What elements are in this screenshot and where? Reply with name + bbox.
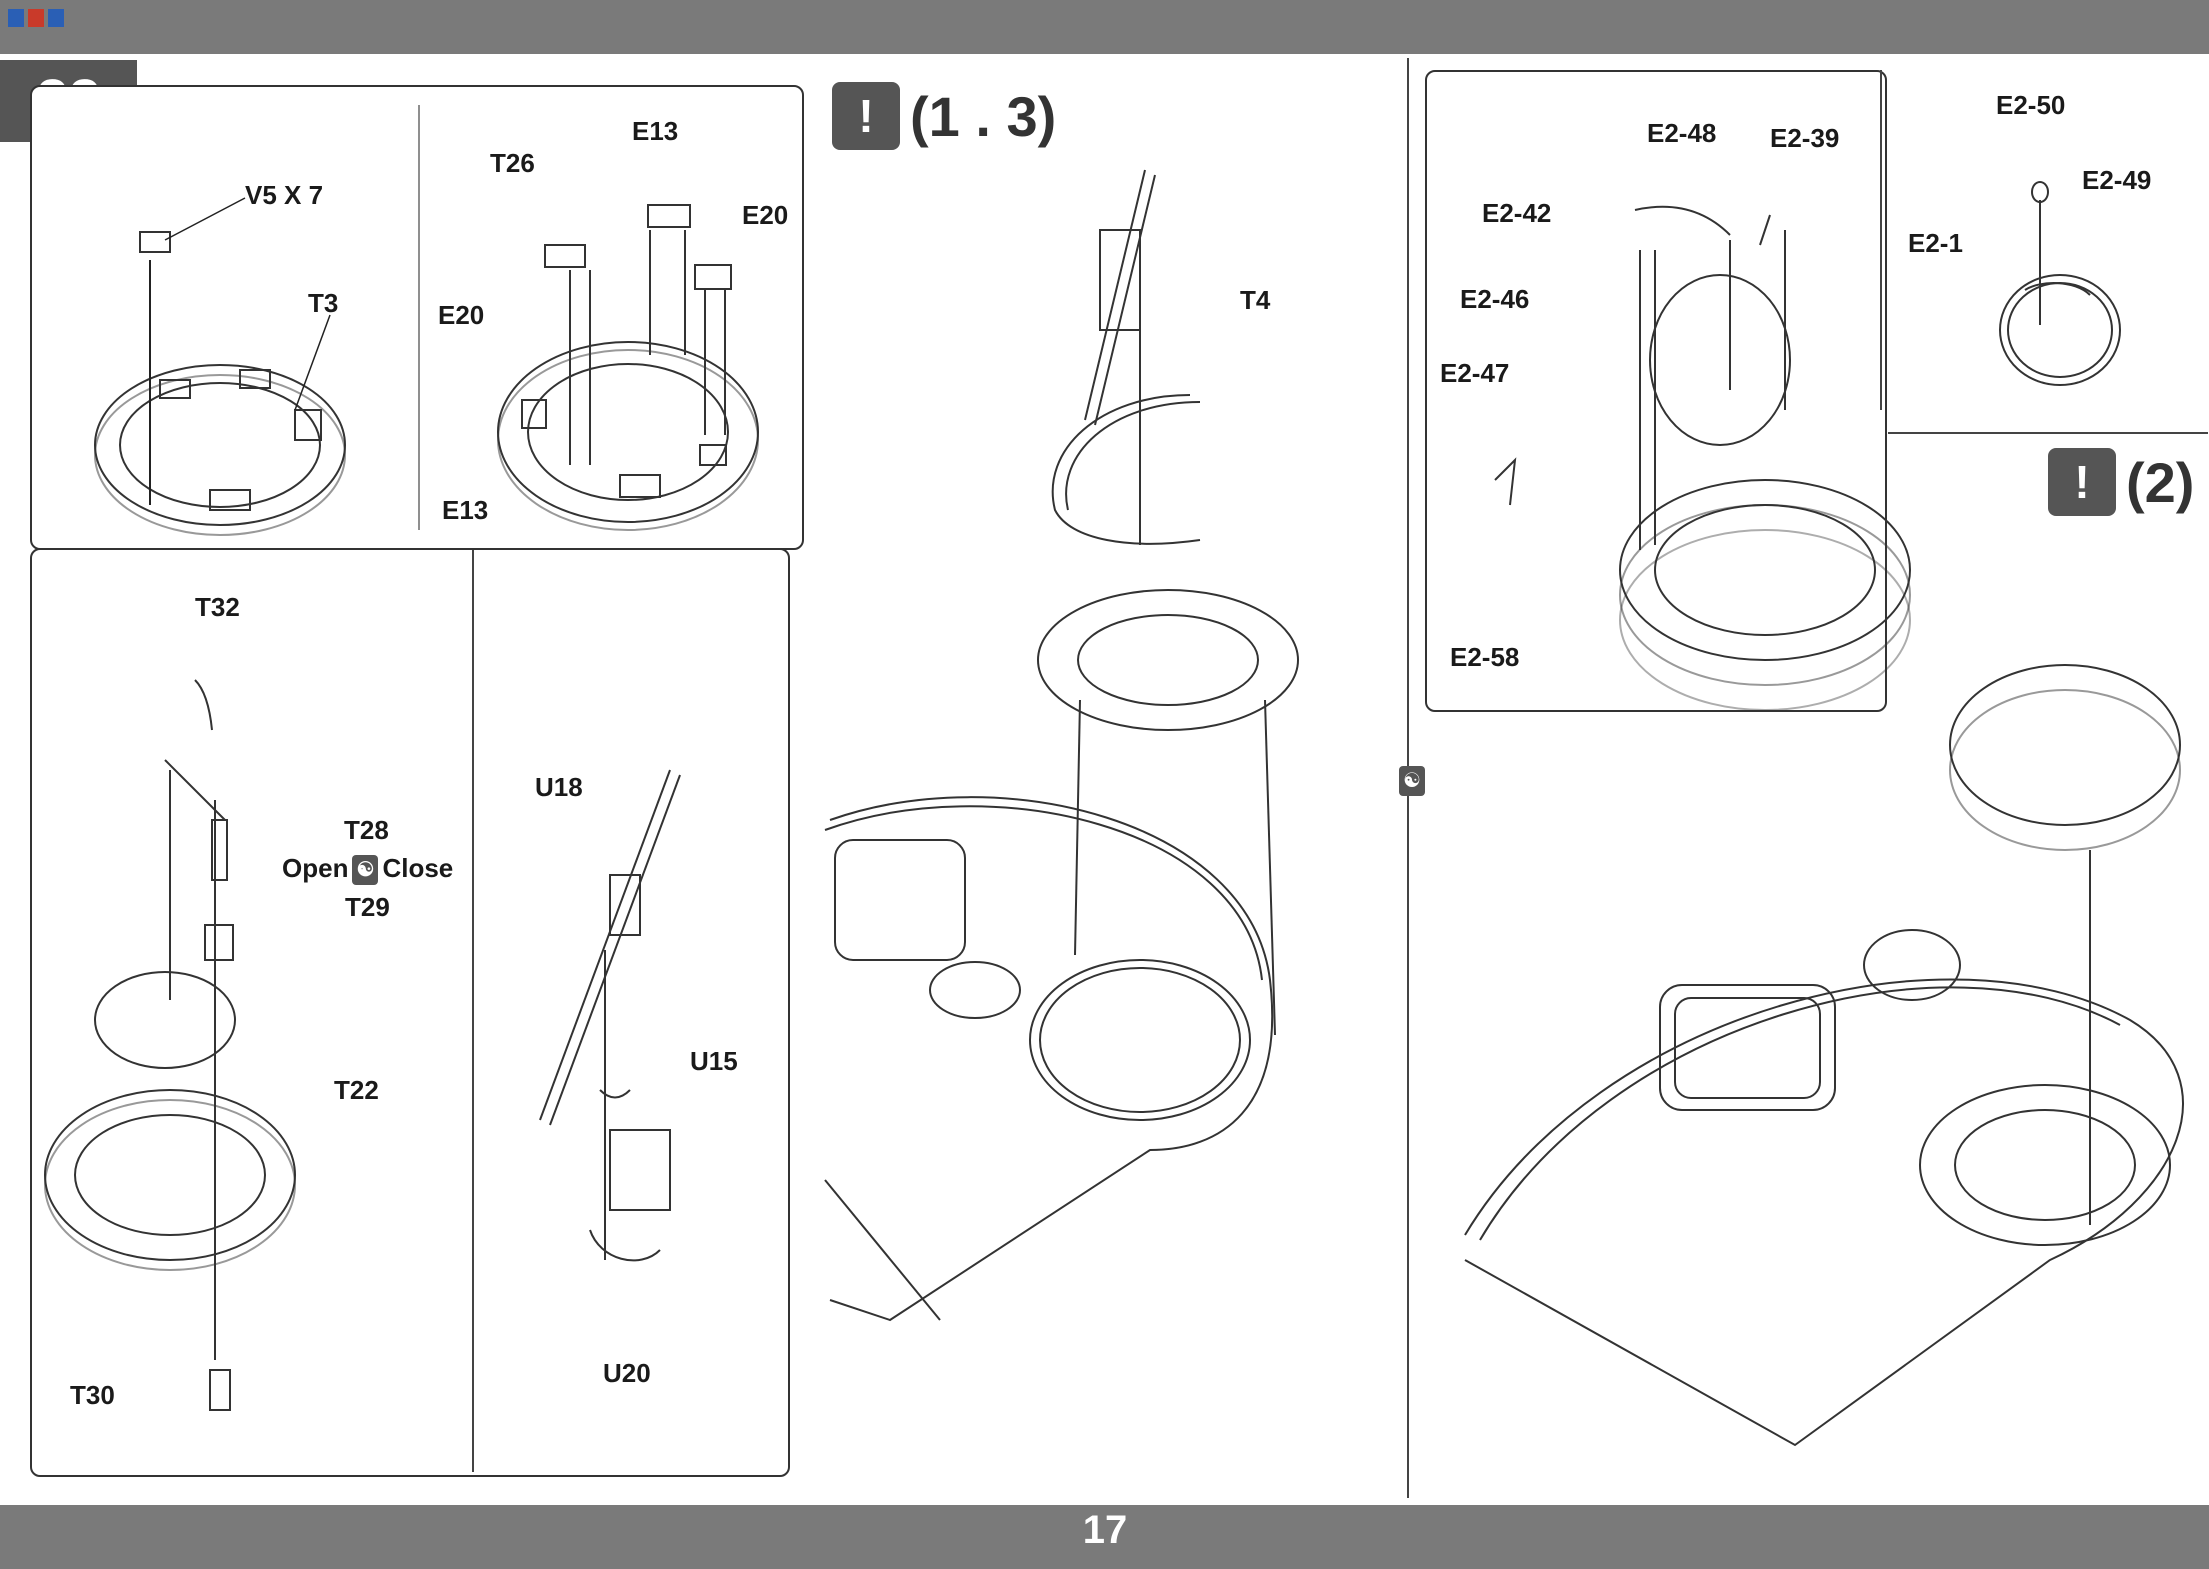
label-e2-48: E2-48 [1647,118,1717,148]
bottom-band [0,1505,2209,1569]
label-u18: U18 [535,772,583,802]
label-e2-50: E2-50 [1996,90,2066,120]
panel-bottom-left [30,548,790,1477]
turret-roof-assembled-drawing [1464,664,2184,1447]
label-e2-47: E2-47 [1440,358,1510,388]
close-label: Close [382,853,454,883]
open-close-toggle-icon: ☯ [352,855,379,886]
label-t4: T4 [1240,285,1271,315]
label-e2-1: E2-1 [1908,228,1963,258]
label-e13-bottom: E13 [442,495,489,525]
label-u20: U20 [603,1358,651,1388]
divider-right-inner [1880,70,1882,410]
notice-1-3: ! (1 . 3) [832,82,1056,150]
open-close-toggle-icon: ☯ [1399,766,1425,796]
turret-roof-drawing [824,169,1299,1322]
label-e13-top: E13 [632,116,679,146]
label-t32: T32 [195,592,240,622]
cupola-ring-e13-drawing [497,204,759,531]
label-e2-39: E2-39 [1770,123,1840,153]
label-u15: U15 [690,1046,738,1076]
divider-vertical-bottom [472,550,474,1472]
label-t28: T28 [344,815,389,845]
label-t3: T3 [308,288,339,318]
label-t26: T26 [490,148,535,178]
top-band [0,0,2209,54]
panel-top-left [30,85,804,550]
label-e2-42: E2-42 [1482,198,1552,228]
label-t22: T22 [334,1075,379,1105]
hatch-e2-1-drawing [1999,181,2121,386]
open-close-switch: Open☯Close [282,853,454,886]
notice-2-text: (2) [2126,450,2195,514]
exclamation-icon: ! [2048,448,2116,516]
divider-vertical-top [418,105,420,530]
label-e2-49: E2-49 [2082,165,2152,195]
notice-2: ! (2) [2048,448,2194,516]
machine-gun-u18-drawing [539,769,681,1262]
label-e20-left: E20 [438,300,485,330]
cupola-e2-58-drawing [1494,205,1911,711]
label-e2-46: E2-46 [1460,284,1530,314]
label-t30: T30 [70,1380,115,1410]
hatch-t22-drawing [44,679,296,1411]
label-v5x7: V5 X 7 [245,180,324,210]
exclamation-icon: ! [832,82,900,150]
label-t29: T29 [345,892,390,922]
site-logo [8,9,64,27]
cupola-ring-t3-drawing [94,231,346,536]
divider-right-horizontal [1888,432,2208,434]
open-label: Open [282,853,349,883]
label-e20-right: E20 [742,200,789,230]
label-e2-58: E2-58 [1450,642,1520,672]
page-number: 17 [1082,1508,1128,1552]
notice-1-3-text: (1 . 3) [910,84,1057,148]
